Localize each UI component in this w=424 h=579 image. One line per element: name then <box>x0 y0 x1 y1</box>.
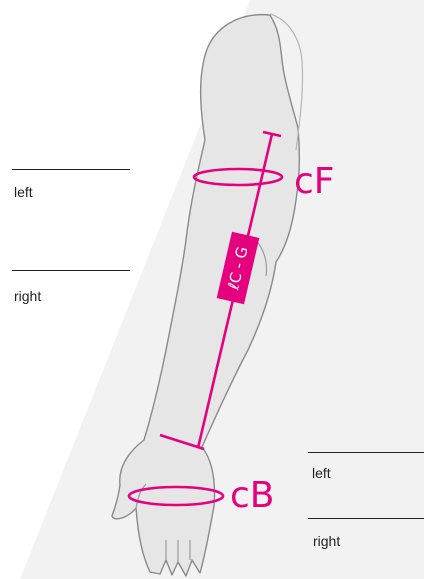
lower-right-entry-line[interactable] <box>308 518 424 519</box>
wrist-circumference-label: cB <box>230 475 275 516</box>
upper-circumference-label: cF <box>294 161 335 202</box>
lower-right-label: right <box>313 534 340 548</box>
upper-left-label: left <box>14 185 33 199</box>
lower-left-entry-line[interactable] <box>308 452 424 453</box>
upper-left-entry-line[interactable] <box>12 169 130 170</box>
upper-right-label: right <box>14 289 41 303</box>
upper-right-entry-line[interactable] <box>12 270 130 271</box>
lower-left-label: left <box>312 466 331 480</box>
